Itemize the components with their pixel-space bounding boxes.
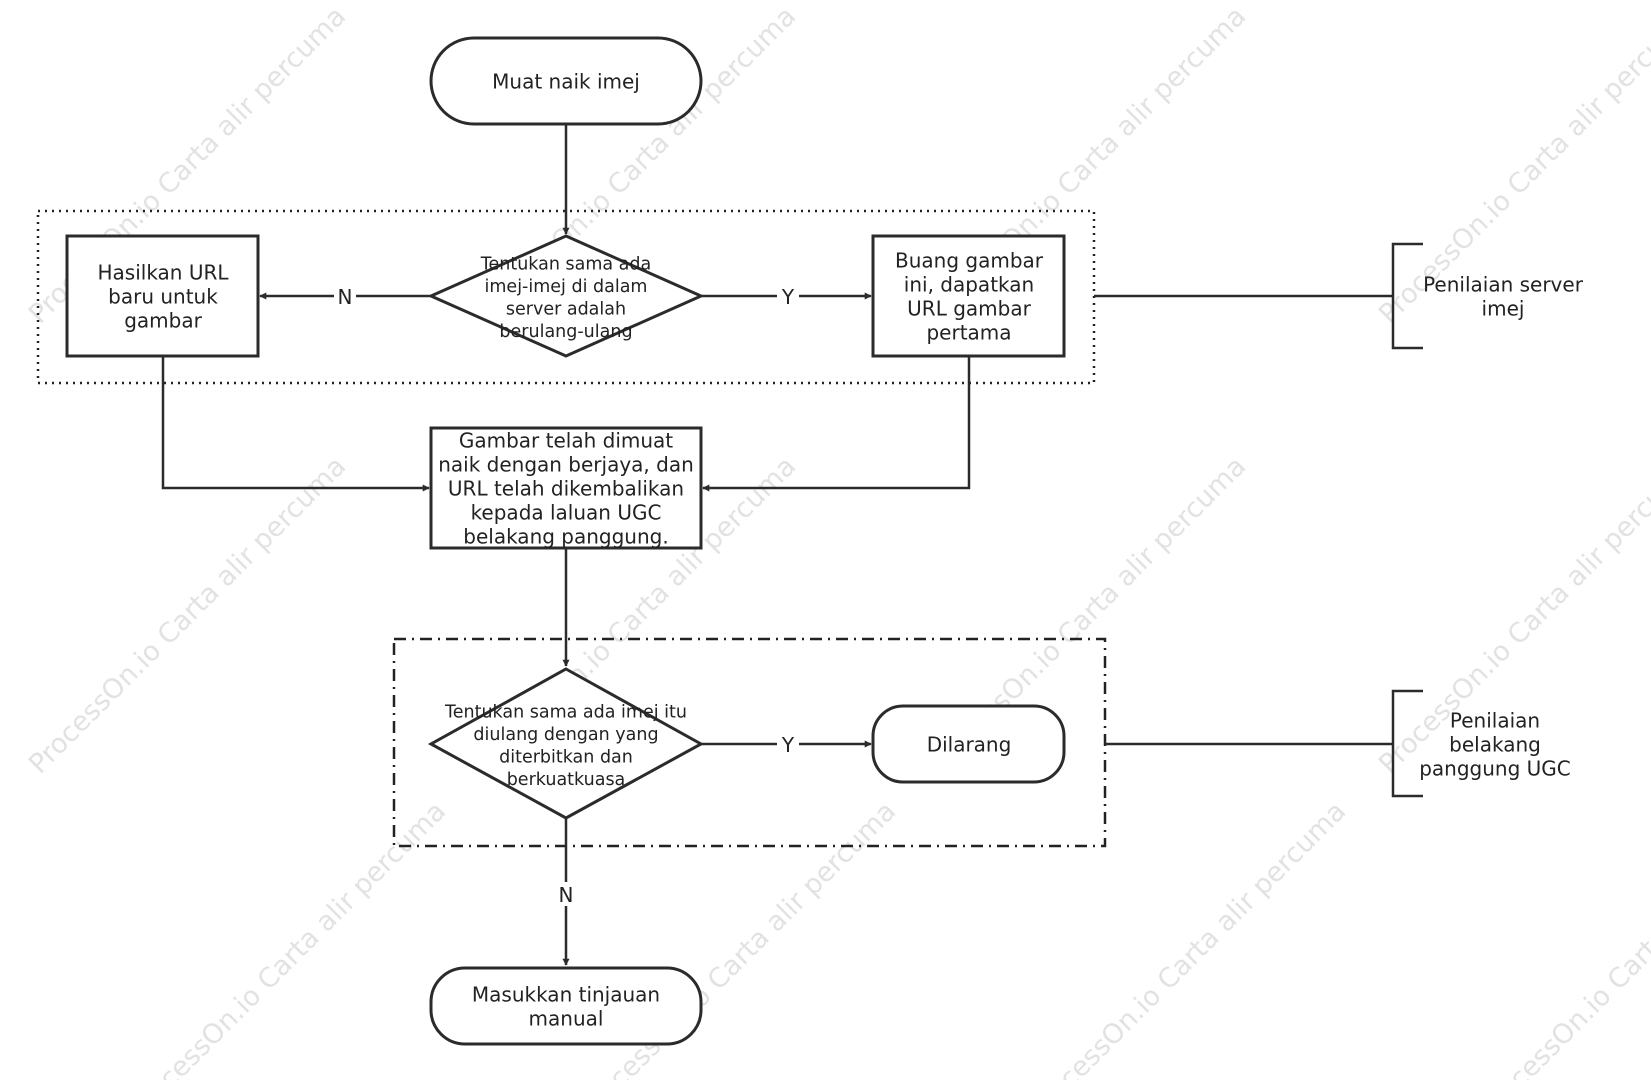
label-line: diterbitkan dan	[499, 748, 633, 768]
edge-label-bg	[555, 882, 577, 906]
label-line: Masukkan tinjauan	[472, 983, 660, 1007]
label-line: diulang dengan yang	[473, 725, 658, 745]
annotation-bracket-server	[1391, 242, 1423, 350]
label-line: belakang	[1449, 733, 1541, 757]
edge-label-bg	[777, 284, 799, 308]
generate-url-node	[65, 234, 260, 358]
connectors	[161, 124, 1393, 966]
label-line: Hasilkan URL	[97, 261, 229, 285]
label-line: imej	[1482, 297, 1525, 321]
label-line: Tentukan sama ada	[480, 254, 651, 274]
watermark: ProcessOn.io Carta alir percuma	[23, 451, 352, 780]
label-line: panggung UGC	[1419, 757, 1571, 781]
edge-label-bg	[777, 732, 799, 756]
decision-ugc-duplicate	[427, 667, 705, 820]
label-line: Tentukan sama ada imej itu	[444, 703, 687, 723]
upload-success-node	[429, 426, 703, 550]
label-line: Muat naik imej	[492, 70, 640, 94]
label-line: Penilaian	[1450, 709, 1540, 733]
label-line: pertama	[926, 321, 1011, 345]
start-node-label: Muat naik imej	[492, 70, 640, 94]
start-node	[429, 36, 703, 126]
edge-label-yes: Y	[781, 733, 795, 757]
manual-review-node	[429, 966, 703, 1046]
label-line: URL telah dikembalikan	[448, 477, 684, 501]
label-line: ini, dapatkan	[904, 273, 1034, 297]
label-line: Penilaian server	[1423, 273, 1584, 297]
label-line: kepada laluan UGC	[471, 501, 662, 525]
edge-label-no: N	[559, 883, 574, 907]
label-line: server adalah	[506, 299, 626, 319]
watermark: ProcessOn.io Carta alir percuma	[123, 796, 452, 1080]
label-line: baru untuk	[108, 285, 218, 309]
edge-label-yes: Y	[781, 285, 795, 309]
forbidden-node-label: Dilarang	[927, 733, 1012, 757]
watermark: ProcessOn.io Carta alir percuma	[1473, 796, 1651, 1080]
edge-generate-url-to-success	[161, 356, 430, 492]
edge-label-bg	[334, 284, 356, 308]
forbidden-node	[871, 704, 1066, 784]
watermark-layer: ProcessOn.io Carta alir percuma ProcessO…	[23, 1, 1651, 1080]
annotation-bracket-ugc	[1391, 689, 1423, 798]
label-line: Gambar telah dimuat	[459, 429, 673, 453]
label-line: URL gambar	[907, 297, 1031, 321]
decision-server-duplicate	[427, 234, 705, 358]
ugc-check-group	[392, 637, 1107, 848]
label-line: berkuatkuasa	[507, 770, 626, 790]
discard-image-node	[871, 234, 1066, 358]
edge-discard-to-success	[702, 356, 971, 492]
watermark: ProcessOn.io Carta alir percuma	[1023, 796, 1352, 1080]
label-line: Dilarang	[927, 733, 1012, 757]
label-line: gambar	[124, 309, 202, 333]
edge-label-no: N	[338, 285, 353, 309]
label-line: belakang panggung.	[463, 525, 668, 549]
label-line: naik dengan berjaya, dan	[438, 453, 694, 477]
label-line: Buang gambar	[895, 249, 1044, 273]
label-line: imej-imej di dalam	[485, 277, 648, 297]
label-line: manual	[529, 1007, 604, 1031]
label-line: berulang-ulang	[499, 322, 632, 342]
